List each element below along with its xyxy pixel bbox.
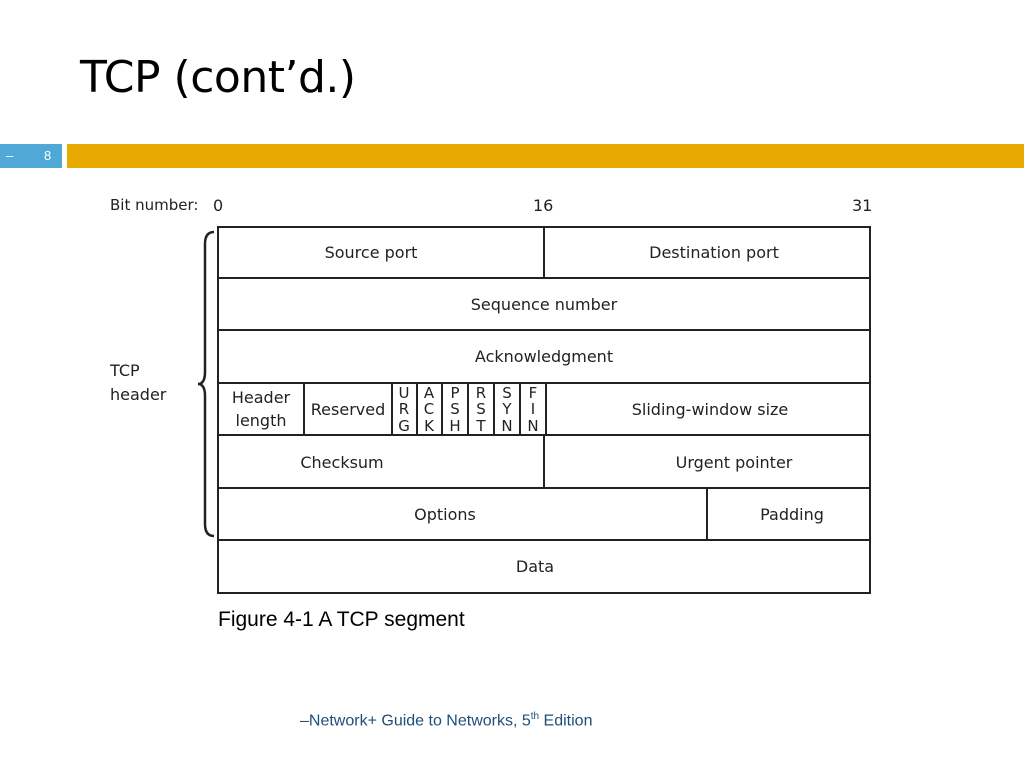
footer-suffix: Edition (539, 712, 593, 730)
slide-number: 8 (44, 148, 52, 163)
bit-0-label: 0 (213, 196, 223, 215)
flag-rst-letter: R (476, 384, 486, 402)
flag-fin-letter: F (529, 384, 538, 402)
flag-ack-letter: C (424, 400, 434, 418)
tcp-header-brace (197, 230, 215, 538)
slide-dash: – (6, 148, 14, 163)
field-header-length-line1: Header (232, 388, 291, 407)
flag-fin-letter: N (527, 417, 538, 435)
accent-band (67, 144, 1024, 168)
field-header-length-line2: length (236, 411, 287, 430)
tcp-header-label-line1: TCP (109, 361, 140, 380)
flag-syn-letter: Y (501, 400, 512, 418)
field-destination-port: Destination port (649, 243, 779, 262)
flag-rst-letter: T (475, 417, 486, 435)
flag-urg-letter: U (399, 384, 410, 402)
field-source-port: Source port (325, 243, 418, 262)
field-sliding-window-size: Sliding-window size (632, 400, 789, 419)
flag-psh-letter: P (450, 384, 459, 402)
footer-prefix: –Network+ Guide to Networks, 5 (300, 712, 531, 730)
slide-number-band: – 8 (0, 144, 62, 168)
bit-number-label: Bit number: (110, 196, 198, 214)
field-checksum: Checksum (300, 453, 383, 472)
flag-urg-letter: G (398, 417, 410, 435)
field-options: Options (414, 505, 476, 524)
flag-ack-letter: A (424, 384, 435, 402)
bit-16-label: 16 (533, 196, 553, 215)
field-reserved: Reserved (311, 400, 385, 419)
flag-fin-letter: I (531, 400, 535, 418)
flag-ack-letter: K (424, 417, 435, 435)
field-sequence-number: Sequence number (471, 295, 618, 314)
field-urgent-pointer: Urgent pointer (676, 453, 793, 472)
footer-superscript: th (530, 711, 540, 722)
flag-urg-letter: R (399, 400, 409, 418)
flag-rst-letter: S (476, 400, 486, 418)
field-padding: Padding (760, 505, 824, 524)
field-data: Data (516, 557, 554, 576)
flag-syn-letter: S (502, 384, 512, 402)
flag-syn-letter: N (501, 417, 512, 435)
bit-31-label: 31 (852, 196, 872, 215)
tcp-header-label-line2: header (110, 385, 167, 404)
field-acknowledgment: Acknowledgment (475, 347, 613, 366)
figure-caption: Figure 4-1 A TCP segment (218, 608, 465, 631)
flag-psh-letter: H (449, 417, 460, 435)
slide-title: TCP (cont’d.) (80, 52, 356, 103)
flag-psh-letter: S (450, 400, 460, 418)
footer-citation: –Network+ Guide to Networks, 5th Edition (300, 711, 592, 730)
